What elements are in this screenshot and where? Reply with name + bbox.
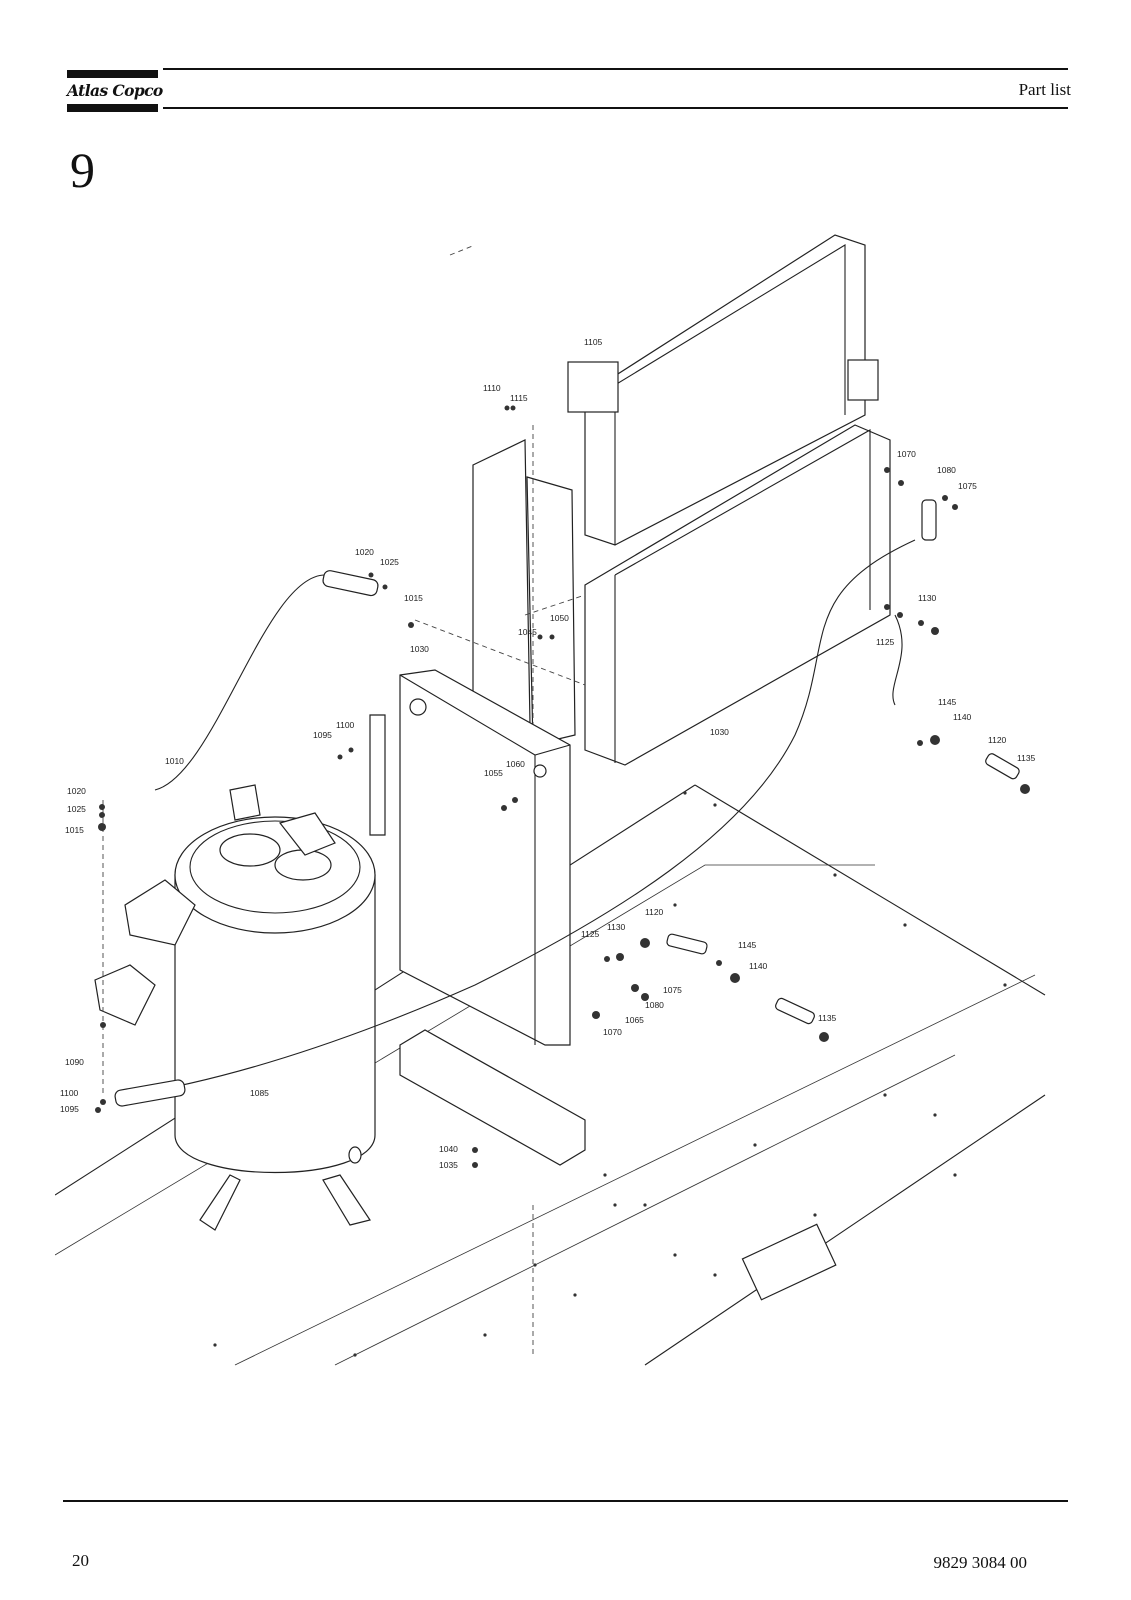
logo-wordmark: Atlas Copco	[67, 81, 163, 100]
exploded-parts-diagram: 1105 1110 1115 1070 1080 1075 1020 1025 …	[55, 234, 1046, 1366]
vessel-1085	[94, 784, 376, 1231]
logo-bottom-bar	[67, 104, 158, 112]
part-label: 1030	[410, 644, 429, 654]
part-label: 1100	[60, 1088, 79, 1098]
part-label: 1015	[404, 593, 423, 603]
part-label: 1085	[250, 1088, 269, 1098]
part-label: 1140	[749, 961, 768, 971]
part-label: 1080	[645, 1000, 664, 1010]
part-label: 1075	[958, 481, 977, 491]
part-label: 1110	[483, 383, 501, 393]
part-label: 1015	[65, 825, 84, 835]
part-label: 1055	[484, 768, 503, 778]
part-label: 1140	[953, 712, 972, 722]
part-label: 1100	[336, 720, 355, 730]
part-label: 1070	[603, 1027, 622, 1037]
part-label: 1060	[506, 759, 525, 769]
fasteners	[95, 405, 1030, 1168]
part-label: 1120	[645, 907, 664, 917]
part-label: 1035	[439, 1160, 458, 1170]
part-labels: 1105 1110 1115 1070 1080 1075 1020 1025 …	[60, 337, 1036, 1170]
header-rule-bottom	[163, 107, 1068, 109]
header-rule-top	[163, 68, 1068, 70]
part-label: 1040	[439, 1144, 458, 1154]
part-label: 1120	[988, 735, 1007, 745]
cooler-1030-right	[584, 424, 891, 766]
logo-top-bar	[67, 70, 158, 78]
part-label: 1075	[663, 985, 682, 995]
part-label: 1025	[67, 804, 86, 814]
cooler-1030-front	[399, 669, 571, 1046]
part-label: 1095	[313, 730, 332, 740]
part-label: 1080	[937, 465, 956, 475]
part-label: 1130	[607, 922, 626, 932]
mounting-bracket	[399, 1029, 586, 1166]
part-label: 1135	[818, 1013, 837, 1023]
atlas-copco-logo: Atlas Copco	[67, 70, 163, 112]
part-label: 1095	[60, 1104, 79, 1114]
part-label: 1020	[67, 786, 86, 796]
part-label: 1145	[938, 697, 957, 707]
section-number: 9	[70, 142, 95, 198]
part-label: 1025	[380, 557, 399, 567]
explode-lines	[102, 244, 586, 1095]
part-label: 1115	[510, 393, 528, 403]
part-label: 1105	[584, 337, 603, 347]
part-label: 1030	[710, 727, 729, 737]
part-label: 1065	[625, 1015, 644, 1025]
footer-rule	[63, 1500, 1068, 1502]
page-number: 20	[72, 1551, 89, 1570]
cooler-1105	[567, 234, 879, 546]
part-label: 1090	[65, 1057, 84, 1067]
part-label: 1145	[738, 940, 757, 950]
part-label: 1125	[876, 637, 895, 647]
part-label: 1070	[897, 449, 916, 459]
hoses	[114, 499, 1020, 1107]
part-label: 1020	[355, 547, 374, 557]
part-label: 1010	[165, 756, 184, 766]
part-label: 1130	[918, 593, 937, 603]
part-label: 1135	[1017, 753, 1036, 763]
part-label: 1045	[518, 627, 537, 637]
header-title: Part list	[1018, 80, 1071, 99]
part-label: 1125	[581, 929, 600, 939]
part-label: 1050	[550, 613, 569, 623]
document-number: 9829 3084 00	[933, 1553, 1028, 1572]
channel-bracket	[472, 425, 576, 757]
